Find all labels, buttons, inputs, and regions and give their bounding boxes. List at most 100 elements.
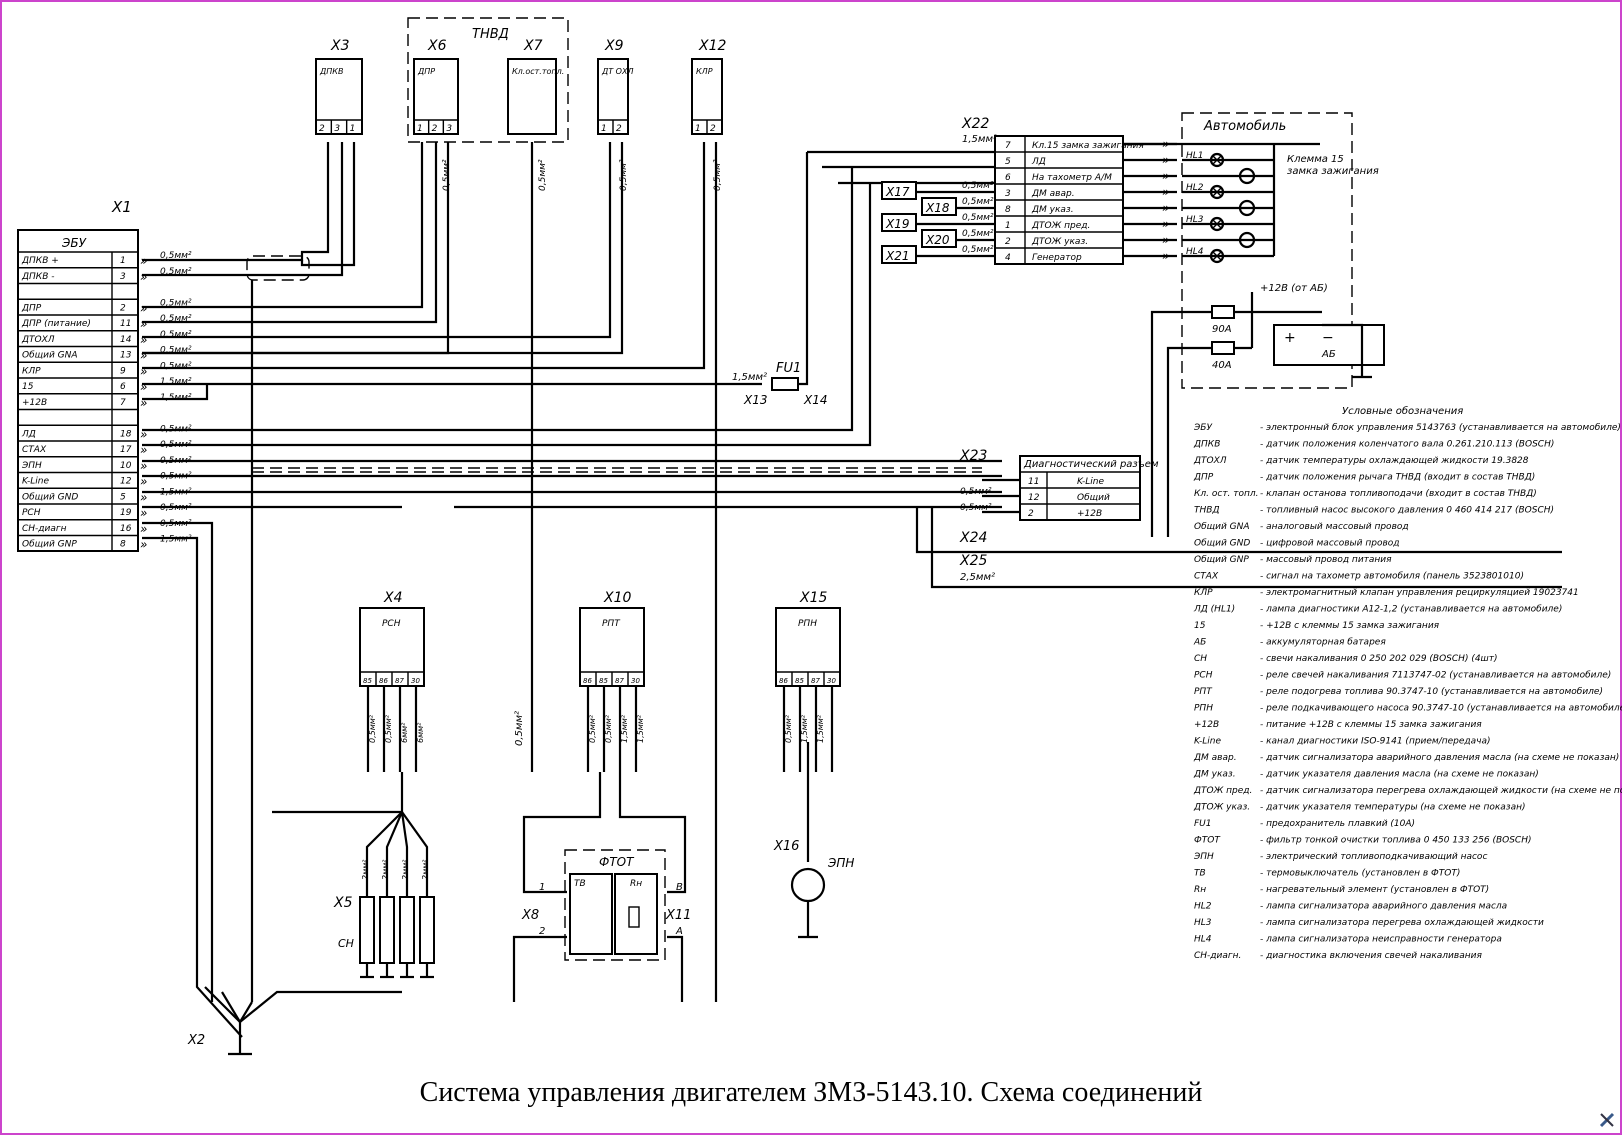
fuse-90a: 90А	[1212, 324, 1232, 335]
ecu-pin-label: РСН	[22, 508, 41, 518]
connector-wire: 0,5мм²	[713, 159, 723, 191]
legend-key: ДМ авар.	[1193, 753, 1237, 763]
relay-wire: 1,5мм²	[816, 714, 825, 743]
ecu-pin-number: 10	[120, 461, 132, 471]
side-wire: 0,5мм²	[962, 197, 994, 207]
legend-value: - нагревательный элемент (установлен в Ф…	[1260, 885, 1489, 895]
ecu-pin-number: 5	[120, 492, 126, 502]
legend-key: ЭБУ	[1193, 423, 1212, 433]
ecu-pin-number: 17	[120, 445, 132, 455]
legend-value: - +12В с клеммы 15 замка зажигания	[1260, 621, 1440, 631]
gauge-icon	[1238, 231, 1256, 249]
legend-value: - цифровой массовый провод	[1260, 539, 1399, 549]
x5-label: X5	[333, 895, 353, 911]
ecu-pin-label: СН-диагн	[22, 524, 67, 534]
connector-arrow-icon: »	[140, 396, 147, 410]
diag-pin-label: K-Line	[1077, 477, 1104, 487]
connector-label: X9	[604, 38, 624, 54]
legend-key: Общий GNP	[1194, 555, 1249, 565]
x22-pin: 8	[1005, 205, 1011, 215]
relay-pin: 87	[395, 677, 404, 685]
diag-title: Диагностический разъем	[1023, 459, 1159, 470]
relay-pin: 87	[811, 677, 820, 685]
legend-key: ДПКВ	[1193, 440, 1220, 450]
side-connector-x20: X20	[925, 233, 950, 247]
connector-name: Кл.ост.топл.	[512, 67, 564, 76]
ecu-pin-label: ДПР (питание)	[21, 319, 91, 329]
x22-pin-label: Кл.15 замка зажигания	[1032, 141, 1144, 151]
relay-wire: 0,5мм²	[588, 714, 597, 743]
ecu-pin-label: СТАХ	[22, 445, 47, 455]
connector-pin: 1	[417, 124, 423, 134]
ecu-pin-number: 7	[120, 398, 126, 408]
legend-value: - предохранитель плавкий (10А)	[1260, 819, 1415, 829]
relay-pin: 30	[631, 677, 640, 685]
glow-wire: 2мм²	[361, 859, 370, 880]
klemma-label-2: замка зажигания	[1287, 166, 1379, 177]
x14-label: X14	[803, 393, 828, 407]
connector-name: КЛР	[696, 67, 713, 76]
legend-key: СН	[1194, 654, 1207, 664]
relay-label: X10	[603, 590, 631, 606]
klemma-label: Клемма 15	[1287, 154, 1344, 165]
ecu-pin-number: 19	[120, 508, 132, 518]
x22-pin: 1	[1005, 221, 1011, 231]
svg-text:1: 1	[539, 882, 545, 893]
x22-pin-label: ДМ указ.	[1031, 205, 1074, 215]
connector-name: ДПКВ	[319, 67, 343, 76]
legend-value: - диагностика включения свечей накаливан…	[1260, 951, 1482, 961]
ecu-wire-size: 0,5мм²	[160, 267, 192, 277]
connector-pin: 2	[319, 124, 325, 134]
x22-pin: 6	[1005, 173, 1011, 183]
x25-label: X25	[959, 553, 987, 569]
x8-label: X8	[521, 908, 539, 923]
x22-pin-label: Генератор	[1032, 253, 1082, 263]
connector-pin: 2	[616, 124, 622, 134]
ecu-pin-label: +12В	[22, 398, 47, 408]
legend-value: - лампа сигнализатора неисправности гене…	[1260, 935, 1502, 945]
connector-arrow-icon: »	[1162, 233, 1169, 247]
x22-pin-label: ДМ авар.	[1031, 189, 1075, 199]
legend-value: - реле подогрева топлива 90.3747-10 (уст…	[1260, 687, 1603, 697]
ecu-wire-size: 1,5мм²	[160, 535, 192, 545]
legend-value: - лампа диагностики А12-1,2 (устанавлива…	[1260, 605, 1562, 615]
connector-arrow-icon: »	[140, 270, 147, 284]
legend-key: АБ	[1193, 638, 1206, 648]
legend-value: - питание +12В с клеммы 15 замка зажиган…	[1260, 720, 1482, 730]
tools-icon[interactable]	[1598, 1111, 1616, 1129]
relay-wire: 6мм²	[416, 722, 425, 743]
ecu-pin-number: 9	[120, 366, 126, 376]
ecu-wire-size: 0,5мм²	[160, 314, 192, 324]
connector-label: X12	[698, 38, 726, 54]
ecu-pin-label: Общий GND	[22, 492, 78, 502]
ecu-pin-number: 6	[120, 382, 126, 392]
x22-pin: 7	[1005, 141, 1011, 151]
legend-key: СН-диагн.	[1194, 951, 1241, 961]
ecu-pin-number: 16	[120, 524, 132, 534]
legend-key: ДПР	[1193, 473, 1214, 483]
x24-label: X24	[959, 530, 987, 546]
ecu-pin-number: 2	[120, 303, 126, 313]
ecu-pin-label: ДПКВ -	[21, 272, 54, 282]
ecu-pin-label: K-Line	[22, 477, 49, 487]
ecu-pin-label: ЛД	[21, 429, 36, 439]
glow-wire: 2мм²	[421, 859, 430, 880]
ecu-pin-number: 3	[120, 272, 126, 282]
legend-value: - аналоговый массовый провод	[1260, 522, 1409, 532]
ecu-pin-label: ДТОХЛ	[21, 335, 55, 345]
x23-label: X23	[959, 448, 987, 464]
svg-text:−: −	[1322, 330, 1334, 346]
pump-label: ЭПН	[827, 856, 854, 870]
fuse-fu1: FU1 X13 X14 1,5мм²	[732, 361, 828, 407]
tnvd-group: ТНВД	[407, 17, 569, 143]
connector-pin: 2	[432, 124, 438, 134]
relay-wire: 1,5мм²	[800, 714, 809, 743]
x22-pin-label: ЛД	[1031, 157, 1046, 167]
ecu-wire-size: 0,5мм²	[160, 330, 192, 340]
glow-plug	[379, 896, 395, 964]
relay-wire: 0,5мм²	[384, 714, 393, 743]
ecu-pin-label: ДПКВ +	[21, 256, 59, 266]
legend-key: Кл. ост. топл.	[1194, 489, 1259, 499]
